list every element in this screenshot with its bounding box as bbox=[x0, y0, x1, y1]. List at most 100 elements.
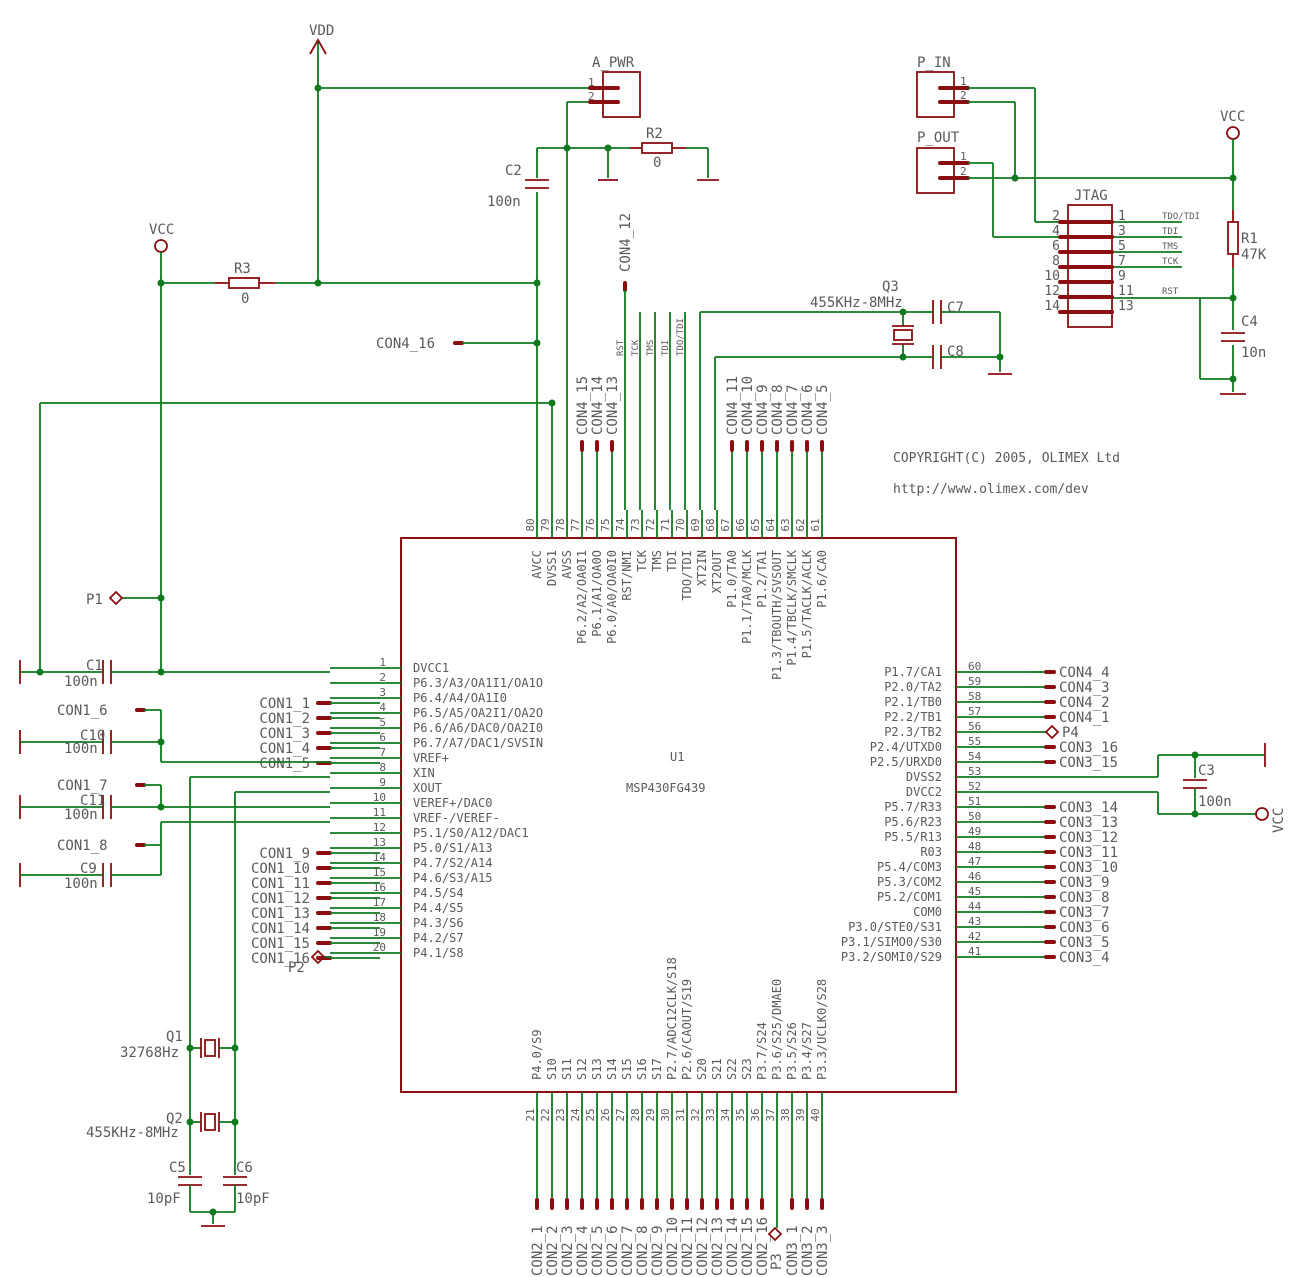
c5-name: C5 bbox=[169, 1160, 186, 1176]
pin-number: 41 bbox=[968, 945, 981, 958]
p2-name: P2 bbox=[288, 960, 305, 976]
pin-function: AVSS bbox=[560, 550, 574, 579]
pin-function: P5.1/S0/A12/DAC1 bbox=[413, 826, 529, 840]
r1-name: R1 bbox=[1241, 231, 1258, 247]
pin-number: 4 bbox=[1052, 224, 1060, 239]
pin-net: CON2_9 bbox=[650, 1225, 666, 1276]
pin-net: CON3_3 bbox=[815, 1225, 831, 1276]
pin-net: CON3_11 bbox=[1059, 845, 1118, 861]
pin-number: 49 bbox=[968, 825, 981, 838]
pin-net: CON2_8 bbox=[635, 1225, 651, 1276]
pin-number: 10 bbox=[1044, 269, 1060, 284]
pin-net: CON1_14 bbox=[251, 921, 310, 937]
pin-number: 42 bbox=[968, 930, 981, 943]
pin-function: P2.1/TB0 bbox=[884, 695, 942, 709]
pin-net: CON4_8 bbox=[770, 384, 786, 435]
pin-number: 9 bbox=[1118, 269, 1126, 284]
a-pwr-connector bbox=[588, 71, 641, 118]
pin-number: 60 bbox=[968, 660, 981, 673]
pin-number: 3 bbox=[1118, 224, 1126, 239]
pin-number: 1 bbox=[379, 656, 386, 669]
c10-value: 100n bbox=[64, 741, 98, 757]
url-text: http://www.olimex.com/dev bbox=[893, 482, 1089, 497]
pin-function: S13 bbox=[590, 1058, 604, 1080]
jtag-pin-14: 14 bbox=[1044, 299, 1092, 314]
pin-net: CON1_2 bbox=[259, 711, 310, 727]
pin-function: S17 bbox=[650, 1058, 664, 1080]
pin-number: 7 bbox=[379, 746, 386, 759]
r1-value: 47K bbox=[1241, 247, 1267, 263]
pin-net: CON4_13 bbox=[605, 376, 621, 435]
pin-net: CON2_16 bbox=[755, 1217, 771, 1276]
pin-function: S12 bbox=[575, 1058, 589, 1080]
pin-number: 72 bbox=[644, 518, 657, 531]
c7-name: C7 bbox=[947, 300, 964, 316]
pin-function: P4.3/S6 bbox=[413, 916, 464, 930]
pin-number: 44 bbox=[968, 900, 982, 913]
pin-number: 71 bbox=[659, 518, 672, 531]
pin-net: CON1_3 bbox=[259, 726, 310, 742]
pin-function: TMS bbox=[650, 550, 664, 572]
pin-net: CON2_15 bbox=[740, 1217, 756, 1276]
p4-testpoint bbox=[1044, 724, 1060, 740]
pin-net: CON4_11 bbox=[725, 376, 741, 435]
r3-value: 0 bbox=[241, 291, 249, 307]
con1-8-label: CON1_8 bbox=[57, 838, 108, 854]
pin-function: S11 bbox=[560, 1058, 574, 1080]
pin-function: P6.1/A1/OA0O bbox=[590, 550, 604, 637]
pin-net: CON1_13 bbox=[251, 906, 310, 922]
pin-function: P5.5/R13 bbox=[884, 830, 942, 844]
pin-number: 5 bbox=[379, 716, 386, 729]
pin-number: 29 bbox=[644, 1108, 657, 1121]
power-wiring bbox=[36, 38, 719, 676]
pin-function: P2.3/TB2 bbox=[884, 725, 942, 739]
p1-name: P1 bbox=[86, 592, 103, 608]
pin-number: 50 bbox=[968, 810, 981, 823]
pin-function: P1.1/TA0/MCLK bbox=[740, 549, 754, 644]
pin-function: P5.7/R33 bbox=[884, 800, 942, 814]
jtag-pin-12: 12 bbox=[1044, 284, 1092, 299]
pin-function: P1.5/TACLK/ACLK bbox=[800, 549, 814, 658]
u1-bottom-pins: 21P4.0/S9CON2_122S10CON2_223S11CON2_324S… bbox=[524, 957, 831, 1276]
pin-number: 13 bbox=[373, 836, 386, 849]
r2-value: 0 bbox=[653, 155, 661, 171]
c4-value: 10n bbox=[1241, 345, 1266, 361]
pin-net: CON2_11 bbox=[680, 1217, 696, 1276]
pin-number: 58 bbox=[968, 690, 981, 703]
pin-number: 6 bbox=[1052, 239, 1060, 254]
pin-function: S22 bbox=[725, 1058, 739, 1080]
pin-number: 79 bbox=[539, 518, 552, 531]
pin-number: 51 bbox=[968, 795, 981, 808]
u1-ref: U1 bbox=[670, 750, 684, 764]
pin-function: P5.2/COM1 bbox=[877, 890, 942, 904]
pin-number: 54 bbox=[968, 750, 982, 763]
pin-net: CON3_16 bbox=[1059, 740, 1118, 756]
c3-name: C3 bbox=[1198, 763, 1215, 779]
pin-number: 38 bbox=[779, 1108, 792, 1121]
pin-number: 23 bbox=[554, 1108, 567, 1121]
pin-number: 5 bbox=[1118, 239, 1126, 254]
